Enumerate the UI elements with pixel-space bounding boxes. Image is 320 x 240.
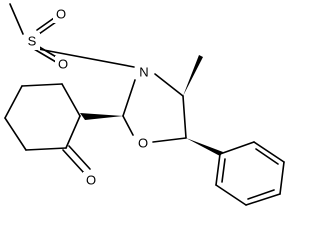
bond-ph-5 xyxy=(215,184,247,206)
bond-cy-6 xyxy=(61,83,81,117)
bond-sulfur-nitrogen xyxy=(32,47,135,68)
bond-ph-4 xyxy=(245,193,281,206)
bond-ph-3 xyxy=(279,161,285,195)
bond-ketone-a xyxy=(62,149,85,174)
wedge-cyclohexyl xyxy=(80,113,123,120)
wedge-phenyl xyxy=(186,138,223,156)
bond-ph-inner-2 xyxy=(247,189,275,200)
bond-ph-inner-1 xyxy=(255,148,279,165)
sulfonyl-oxygen-right-label: O xyxy=(58,57,68,72)
bond-ph-1 xyxy=(219,141,255,155)
bond-s-o-top-a xyxy=(36,17,55,31)
bond-ph-2 xyxy=(253,141,285,163)
bond-s-o-right-b xyxy=(33,48,57,63)
bond-n-c4 xyxy=(154,73,184,97)
bond-ph-inner-3 xyxy=(221,158,226,183)
bond-c4-c5 xyxy=(182,95,187,139)
bond-c5-o1 xyxy=(152,137,187,143)
bond-s-o-top-b xyxy=(38,21,57,35)
molecule-drawing: S O O N O O xyxy=(4,3,285,206)
ketone-oxygen-label: O xyxy=(86,173,96,188)
structure-diagram: S O O N O O xyxy=(4,3,285,206)
bond-ph-6 xyxy=(215,153,221,186)
bond-cy-1 xyxy=(65,115,81,149)
wedge-methyl xyxy=(183,55,203,96)
bond-c2-n xyxy=(122,79,136,117)
bond-cy-5 xyxy=(21,83,63,87)
sulfur-atom-label: S xyxy=(28,34,37,49)
ring-oxygen-label: O xyxy=(138,136,148,151)
bond-cy-3 xyxy=(4,117,27,151)
bond-cy-4 xyxy=(4,85,23,119)
bond-o1-c2 xyxy=(122,115,134,136)
ring-nitrogen-label: N xyxy=(139,65,148,80)
bond-methyl-sulfur xyxy=(9,3,24,35)
bond-ketone-b xyxy=(68,145,91,170)
sulfonyl-oxygen-top-label: O xyxy=(56,7,66,22)
bond-cy-2 xyxy=(25,147,67,151)
